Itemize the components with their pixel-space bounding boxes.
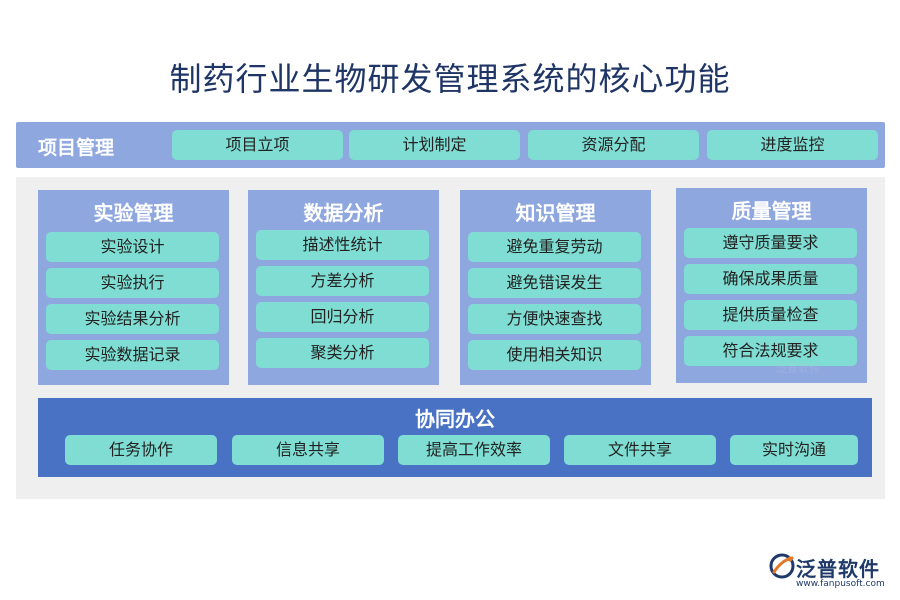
watermark: 泛普软件 — [776, 362, 820, 375]
module-item: 符合法规要求 — [684, 336, 857, 366]
module-title: 数据分析 — [303, 201, 384, 225]
project-item: 进度监控 — [707, 130, 878, 160]
collaboration-item: 信息共享 — [232, 435, 384, 465]
module-item: 确保成果质量 — [684, 264, 857, 294]
module-title: 质量管理 — [731, 199, 812, 223]
collaboration-item: 提高工作效率 — [398, 435, 550, 465]
module-quality-management: 质量管理 遵守质量要求 确保成果质量 提供质量检查 符合法规要求 — [676, 188, 867, 383]
module-item: 方便快速查找 — [468, 304, 641, 334]
collaboration-item: 实时沟通 — [730, 435, 858, 465]
module-item: 聚类分析 — [256, 338, 429, 368]
module-item: 使用相关知识 — [468, 340, 641, 370]
module-item: 实验数据记录 — [46, 340, 219, 370]
module-item: 避免错误发生 — [468, 268, 641, 298]
collaboration-panel: 协同办公 任务协作 信息共享 提高工作效率 文件共享 实时沟通 — [38, 398, 872, 477]
collaboration-item: 文件共享 — [564, 435, 716, 465]
module-item: 提供质量检查 — [684, 300, 857, 330]
logo-mark-icon — [769, 553, 795, 579]
module-item: 实验结果分析 — [46, 304, 219, 334]
module-item: 描述性统计 — [256, 230, 429, 260]
project-management-bar: 项目管理 项目立项 计划制定 资源分配 进度监控 — [16, 122, 885, 168]
module-experiment-management: 实验管理 实验设计 实验执行 实验结果分析 实验数据记录 — [38, 190, 229, 385]
module-item: 实验执行 — [46, 268, 219, 298]
project-management-label: 项目管理 — [38, 137, 115, 159]
module-item: 回归分析 — [256, 302, 429, 332]
module-data-analysis: 数据分析 描述性统计 方差分析 回归分析 聚类分析 — [248, 190, 439, 385]
logo-url: www.fanpusoft.com — [796, 579, 885, 589]
collaboration-title: 协同办公 — [415, 407, 495, 431]
project-item: 计划制定 — [349, 130, 520, 160]
module-item: 遵守质量要求 — [684, 228, 857, 258]
module-title: 知识管理 — [515, 201, 596, 225]
module-title: 实验管理 — [93, 201, 174, 225]
module-item: 实验设计 — [46, 232, 219, 262]
fanpu-logo: 泛普软件 www.fanpusoft.com — [768, 549, 893, 595]
collaboration-item: 任务协作 — [65, 435, 217, 465]
page-title: 制药行业生物研发管理系统的核心功能 — [169, 60, 731, 98]
project-item: 项目立项 — [172, 130, 343, 160]
logo-name: 泛普软件 — [796, 557, 880, 581]
project-item: 资源分配 — [528, 130, 699, 160]
module-knowledge-management: 知识管理 避免重复劳动 避免错误发生 方便快速查找 使用相关知识 — [460, 190, 651, 385]
module-item: 方差分析 — [256, 266, 429, 296]
module-item: 避免重复劳动 — [468, 232, 641, 262]
